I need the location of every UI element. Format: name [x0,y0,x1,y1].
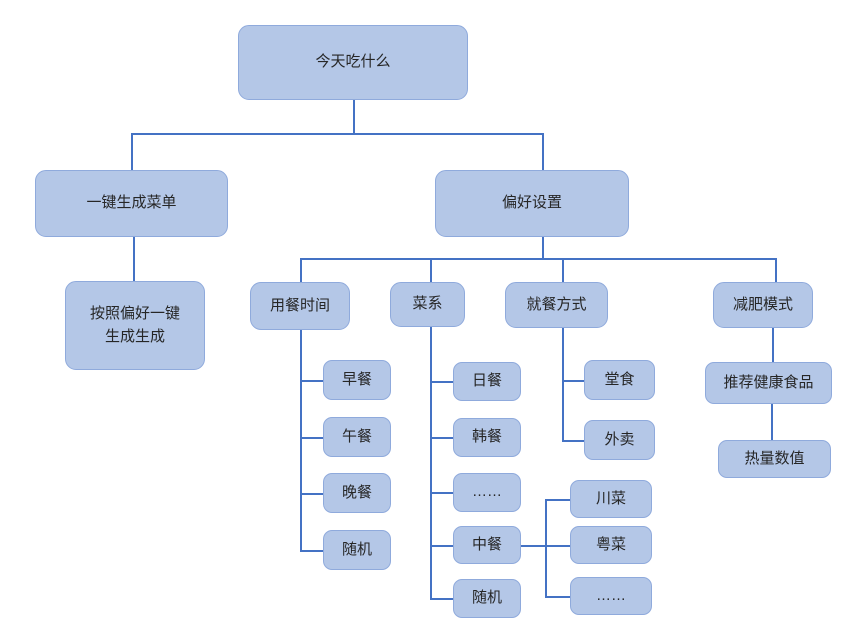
node-dinner: 晚餐 [323,473,391,513]
connector-one-click-detail [133,237,135,282]
connector-stub-random-cuisine [430,598,454,600]
node-calorie-value: 热量数值 [718,440,831,478]
node-one-click-menu: 一键生成菜单 [35,170,228,237]
connector-stub-dine-in [562,380,585,382]
connector-cuisine-spine [430,327,432,599]
node-healthy-food: 推荐健康食品 [705,362,832,404]
node-preferences: 偏好设置 [435,170,629,237]
connector-to-dining-mode [562,258,564,283]
node-chinese-ellipsis: …… [570,577,652,615]
node-diet-mode: 减肥模式 [713,282,813,328]
node-cantonese: 粤菜 [570,526,652,564]
node-random-meal: 随机 [323,530,391,570]
connector-level2-rail [131,133,543,135]
connector-stub-japanese [430,381,454,383]
connector-stub-takeout [562,440,585,442]
connector-stub-chinese [430,545,454,547]
connector-diet-drop1 [772,328,774,363]
connector-diet-drop2 [771,404,773,441]
connector-to-preferences [542,133,544,171]
connector-to-diet-mode [775,258,777,283]
connector-stub-cuisine-ellipsis [430,492,454,494]
connector-meal-time-spine [300,330,302,551]
connector-stub-lunch [300,437,324,439]
node-meal-time: 用餐时间 [250,282,350,330]
node-one-click-detail: 按照偏好一键 生成生成 [65,281,205,370]
node-takeout: 外卖 [584,420,655,460]
connector-to-meal-time [300,258,302,283]
connector-preferences-drop [542,236,544,259]
connector-stub-chinese-ellipsis [545,596,571,598]
connector-stub-korean [430,437,454,439]
connector-level3-rail [300,258,776,260]
node-dine-in: 堂食 [584,360,655,400]
connector-dining-spine [562,328,564,441]
node-cuisine-ellipsis: …… [453,473,521,512]
connector-stub-dinner [300,493,324,495]
connector-to-cuisine [430,258,432,283]
node-japanese: 日餐 [453,362,521,401]
connector-stub-breakfast [300,380,324,382]
connector-root-drop [353,100,355,134]
node-lunch: 午餐 [323,417,391,457]
node-chinese: 中餐 [453,526,521,564]
node-sichuan: 川菜 [570,480,652,518]
connector-to-one-click-menu [131,133,133,171]
connector-stub-sichuan [545,499,571,501]
node-breakfast: 早餐 [323,360,391,400]
node-root: 今天吃什么 [238,25,468,100]
node-dining-mode: 就餐方式 [505,282,608,328]
node-korean: 韩餐 [453,418,521,457]
connector-chinese-spine [545,499,547,598]
node-random-cuisine: 随机 [453,579,521,618]
node-cuisine: 菜系 [390,282,465,327]
connector-stub-random-meal [300,550,324,552]
